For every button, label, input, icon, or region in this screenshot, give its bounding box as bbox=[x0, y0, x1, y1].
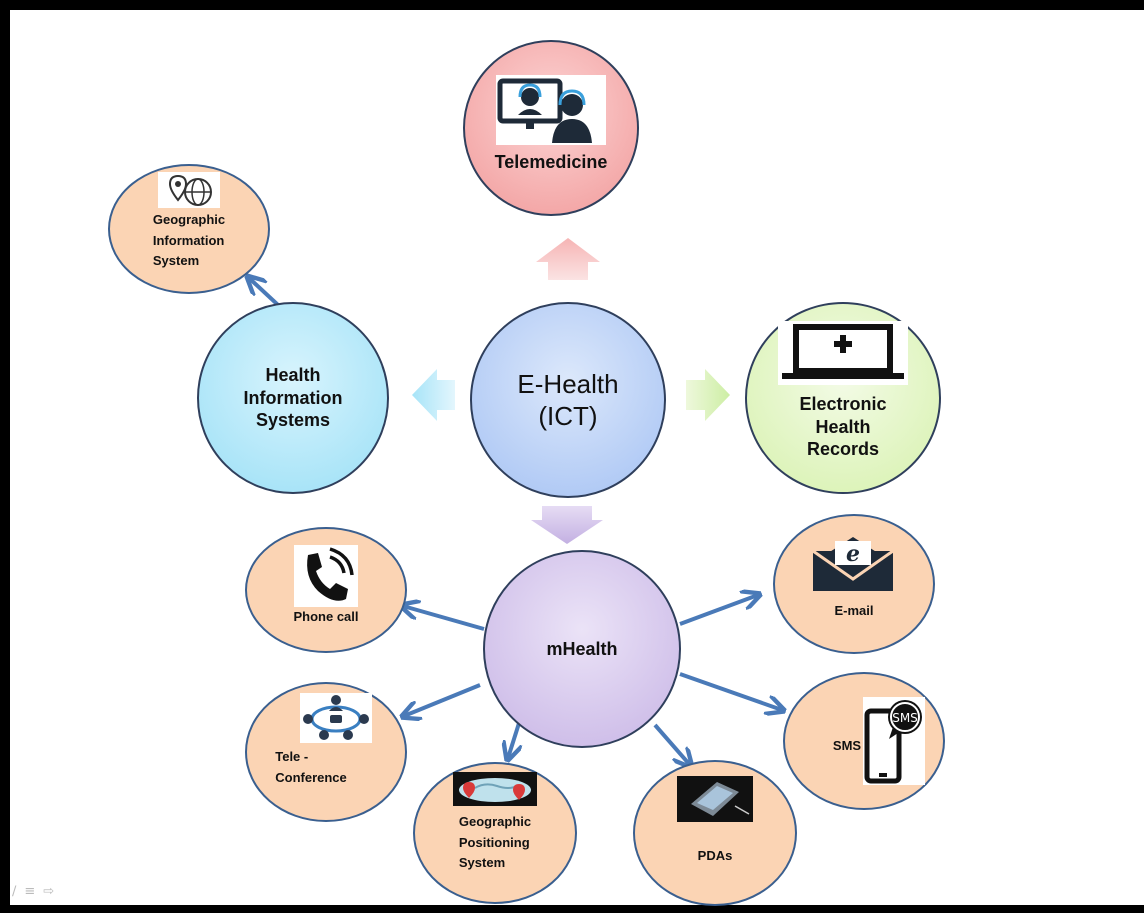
pdas-label: PDAs bbox=[697, 847, 733, 863]
node-sms: SMS SMS bbox=[783, 672, 945, 810]
slideshow-toolbar: ∕≡⇨ bbox=[12, 884, 62, 899]
node-mhealth: mHealth bbox=[483, 550, 681, 748]
node-email: e E-mail bbox=[773, 514, 935, 654]
next-slide-icon[interactable]: ⇨ bbox=[43, 884, 63, 899]
node-his: Health Information Systems bbox=[197, 302, 389, 494]
gps-label: Geographic Positioning System bbox=[458, 813, 532, 871]
phone-icon bbox=[294, 544, 358, 607]
connector-mhealth-pdas bbox=[653, 723, 690, 765]
email-label: E-mail bbox=[834, 602, 874, 618]
node-teleconference: Tele - Conference bbox=[245, 682, 407, 822]
gis-label: Geographic Information System bbox=[152, 211, 226, 269]
node-pdas: PDAs bbox=[633, 760, 797, 906]
pda-icon bbox=[677, 775, 753, 822]
connector-mhealth-gps bbox=[508, 719, 520, 758]
conference-icon bbox=[300, 693, 372, 744]
pen-icon[interactable]: ∕ bbox=[12, 884, 25, 899]
phone-label: Phone call bbox=[293, 608, 359, 624]
arrow-right-ehr bbox=[686, 369, 730, 421]
laptop-medical-icon bbox=[778, 321, 908, 386]
arrow-left-his bbox=[412, 369, 455, 421]
envelope-icon: e bbox=[812, 536, 894, 591]
node-ehealth-center: E-Health (ICT) bbox=[470, 302, 666, 498]
mhealth-label: mHealth bbox=[546, 638, 618, 659]
center-label: E-Health (ICT) bbox=[517, 368, 619, 432]
node-gis: Geographic Information System bbox=[108, 164, 270, 294]
connector-mhealth-sms bbox=[679, 672, 782, 710]
sms-bubble-text: SMS bbox=[892, 711, 918, 725]
node-ehr: Electronic Health Records bbox=[745, 302, 941, 494]
globe-pin-icon bbox=[158, 171, 220, 208]
smartphone-sms-icon: SMS bbox=[863, 697, 926, 785]
ehr-label: Electronic Health Records bbox=[799, 394, 887, 460]
svg-text:e: e bbox=[846, 541, 860, 567]
map-pins-icon bbox=[453, 771, 537, 806]
teleconf-label: Tele - Conference bbox=[275, 749, 347, 785]
arrow-up-telemedicine bbox=[536, 238, 600, 280]
node-phone-call: Phone call bbox=[245, 527, 407, 653]
node-gps: Geographic Positioning System bbox=[413, 762, 577, 904]
arrow-down-mhealth bbox=[531, 506, 603, 544]
connector-mhealth-phone bbox=[403, 606, 485, 631]
node-telemedicine: Telemedicine bbox=[463, 40, 639, 216]
connector-mhealth-teleconf bbox=[404, 683, 481, 716]
connector-mhealth-email bbox=[679, 595, 758, 626]
telemedicine-label: Telemedicine bbox=[494, 151, 608, 172]
his-label: Health Information Systems bbox=[243, 365, 343, 431]
menu-icon[interactable]: ≡ bbox=[24, 884, 44, 899]
sms-label: SMS bbox=[832, 737, 862, 753]
headset-agents-icon bbox=[496, 74, 606, 145]
